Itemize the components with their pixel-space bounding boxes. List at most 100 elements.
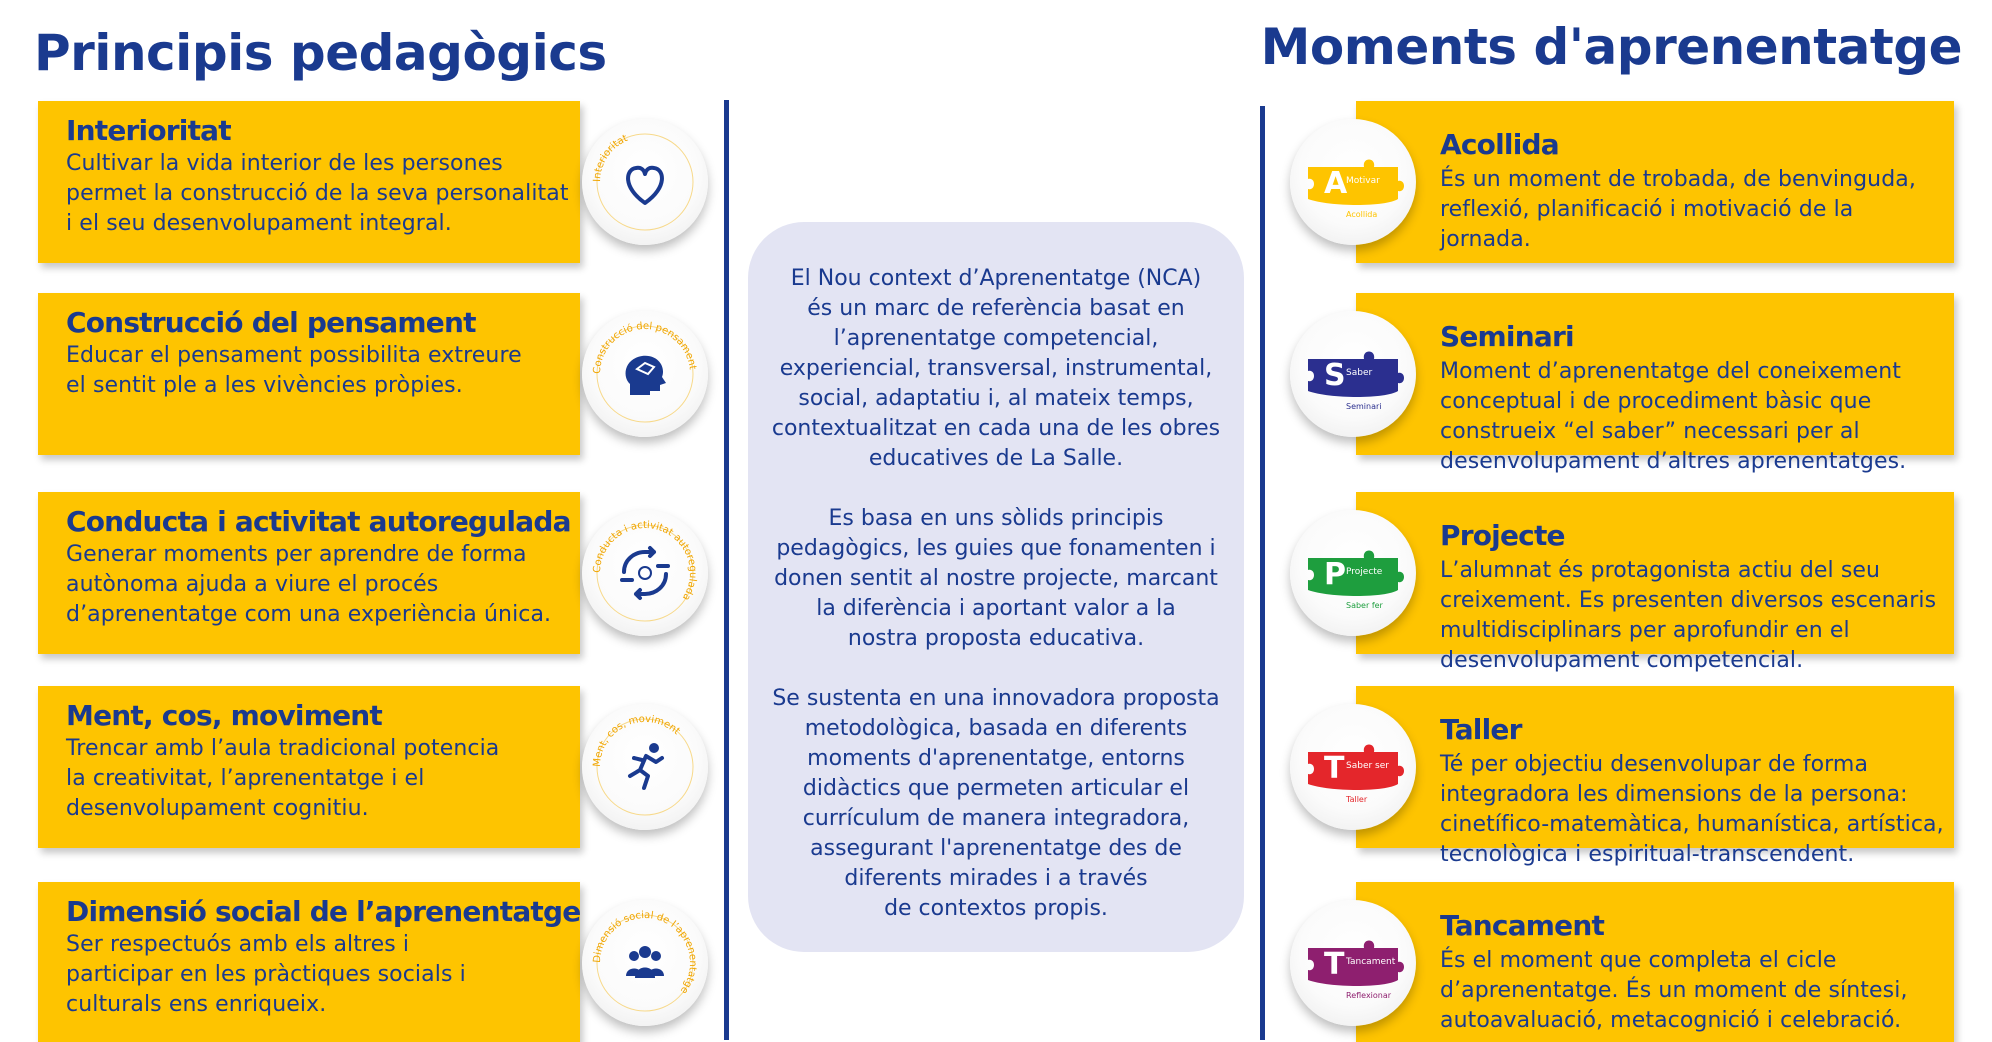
moment-description-line: integradora les dimensions de la persona…	[1440, 782, 1908, 807]
principle-description-line: Trencar amb l’aula tradicional potencia	[66, 736, 500, 761]
principle-description-line: d’aprenentatge com una experiència única…	[66, 602, 552, 627]
badge-letter: T	[1324, 947, 1345, 982]
right-heading: Moments d'aprenentatge	[1260, 18, 1963, 76]
svg-text:Conducta i activitat autoregul: Conducta i activitat autoregulada	[592, 520, 698, 602]
principle-badge: Dimensió social de l’aprenentatge	[582, 900, 708, 1026]
badge-letter: P	[1324, 557, 1346, 592]
center-paragraph-line: El Nou context d’Aprenentatge (NCA)	[790, 266, 1202, 291]
center-text: El Nou context d’Aprenentatge (NCA) és un…	[748, 264, 1244, 954]
right-divider	[1260, 106, 1265, 1040]
principle-description-line: culturals ens enriqueix.	[66, 992, 327, 1017]
principle-title: Ment, cos, moviment	[66, 699, 383, 732]
center-paragraph-line: social, adaptatiu i, al mateix temps,	[798, 386, 1194, 411]
principle-description-line: el sentit ple a les vivències pròpies.	[66, 373, 463, 398]
principle-description-line: Ser respectuós amb els altres i	[66, 932, 410, 957]
badge-word: Reflexionar	[1346, 991, 1392, 1000]
principle-title: Dimensió social de l’aprenentatge	[66, 895, 581, 928]
moment-description-line: reflexió, planificació i motivació de la…	[1440, 197, 1854, 252]
principle-badge: Ment, cos, moviment	[582, 704, 708, 830]
principle-title: Construcció del pensament	[66, 306, 476, 339]
center-paragraph: El Nou context d’Aprenentatge (NCA) és un…	[748, 264, 1244, 474]
center-paragraph-line: educatives de La Salle.	[868, 446, 1124, 471]
badge-letter: T	[1324, 751, 1345, 786]
badge-word: Taller	[1345, 795, 1368, 804]
moment-description-line: cinetífico-matemàtica, humanística, artí…	[1440, 812, 1944, 837]
moment-card: Tancament És el moment que completa el ci…	[1356, 882, 1954, 1042]
moment-title: Seminari	[1440, 320, 1575, 353]
badge-word: Saber fer	[1346, 601, 1384, 610]
moment-title: Taller	[1440, 713, 1522, 746]
center-paragraph-line: metodològica, basada en diferents	[804, 716, 1188, 741]
moment-title: Tancament	[1440, 909, 1605, 942]
badge-arc-label: Interioritat	[592, 133, 629, 182]
moment-description: És un moment de trobada, de benvinguda, r…	[1440, 165, 1950, 255]
moment-title: Projecte	[1440, 519, 1566, 552]
badge-word: Motivar	[1346, 176, 1380, 186]
moment-description-line: conceptual i de procediment bàsic que	[1440, 389, 1872, 414]
center-paragraph-line: de contextos propis.	[884, 896, 1108, 921]
svg-text:Interioritat: Interioritat	[592, 133, 629, 182]
center-paragraph-line: diferents mirades i a través	[844, 866, 1148, 891]
center-paragraph-line: donen sentit al nostre projecte, marcant	[774, 566, 1218, 591]
principle-description-line: i el seu desenvolupament integral.	[66, 211, 452, 236]
heart-icon: Interioritat	[592, 133, 694, 231]
center-paragraph-line: moments d'aprenentatge, entorns	[807, 746, 1185, 771]
moment-description-line: És un moment de trobada, de benvinguda,	[1440, 167, 1916, 192]
principle-description: Generar moments per aprendre de forma aut…	[66, 540, 586, 630]
badge-letter: S	[1324, 358, 1346, 393]
moment-description-line: És el moment que completa el cicle	[1440, 948, 1837, 973]
center-paragraph-line: Es basa en uns sòlids principis	[828, 506, 1164, 531]
principle-description-line: Generar moments per aprendre de forma	[66, 542, 527, 567]
principle-description-line: Cultivar la vida interior de les persone…	[66, 151, 503, 176]
principle-badge: Construcció del pensament	[582, 311, 708, 437]
center-paragraph-line: pedagògics, les guies que fonamenten i	[776, 536, 1216, 561]
moment-description-line: L’alumnat és protagonista actiu del seu	[1440, 558, 1881, 583]
center-paragraph-line: Se sustenta en una innovadora proposta	[772, 686, 1220, 711]
badge-word: Projecte	[1346, 567, 1383, 577]
center-paragraph-line: didàctics que permeten articular el	[802, 776, 1190, 801]
badge-arc-label: Conducta i activitat autoregulada	[592, 520, 698, 602]
group-people-icon: Dimensió social de l’aprenentatge	[592, 910, 698, 1012]
moment-title: Acollida	[1440, 128, 1560, 161]
center-paragraph-line: currículum de manera integradora,	[802, 806, 1190, 831]
head-thinking-icon: Construcció del pensament	[592, 321, 698, 423]
moment-card: Taller Té per objectiu desenvolupar de fo…	[1356, 686, 1954, 867]
center-paragraph-line: assegurant l'aprenentatge des de	[810, 836, 1182, 861]
moment-description-line: tecnològica i espiritual-transcendent.	[1440, 842, 1855, 867]
moment-description-line: creixement. Es presenten diversos escena…	[1440, 588, 1937, 613]
moment-description-line: autoavaluació, metacognició i celebració…	[1440, 1008, 1902, 1033]
center-paragraph: Es basa en uns sòlids principis pedagògic…	[748, 504, 1244, 654]
center-paragraph-line: contextualitzat en cada una de les obres	[771, 416, 1221, 441]
moment-description: Té per objectiu desenvolupar de forma int…	[1440, 750, 1950, 870]
badge-word: Seminari	[1346, 402, 1382, 411]
moment-description-line: Té per objectiu desenvolupar de forma	[1440, 752, 1869, 777]
center-paragraph-line: l’aprenentatge competencial,	[833, 326, 1159, 351]
center-paragraph-line: és un marc de referència basat en	[807, 296, 1185, 321]
running-person-icon: Ment, cos, moviment	[592, 714, 694, 816]
principle-description-line: desenvolupament cognitiu.	[66, 796, 369, 821]
principle-description-line: Educar el pensament possibilita extreure	[66, 343, 522, 368]
principle-description-line: autònoma ajuda a viure el procés	[66, 572, 439, 597]
principle-title: Interioritat	[66, 114, 232, 147]
left-divider	[724, 100, 729, 1040]
principle-description: Cultivar la vida interior de les persone…	[66, 149, 586, 239]
center-paragraph: Se sustenta en una innovadora proposta me…	[748, 684, 1244, 924]
center-panel: El Nou context d’Aprenentatge (NCA) és un…	[748, 222, 1244, 952]
principle-description-line: la creativitat, l’aprenentatge i el	[66, 766, 425, 791]
moment-description-line: multidisciplinars per aprofundir en el	[1440, 618, 1850, 643]
principle-description: Educar el pensament possibilita extreure…	[66, 341, 586, 401]
